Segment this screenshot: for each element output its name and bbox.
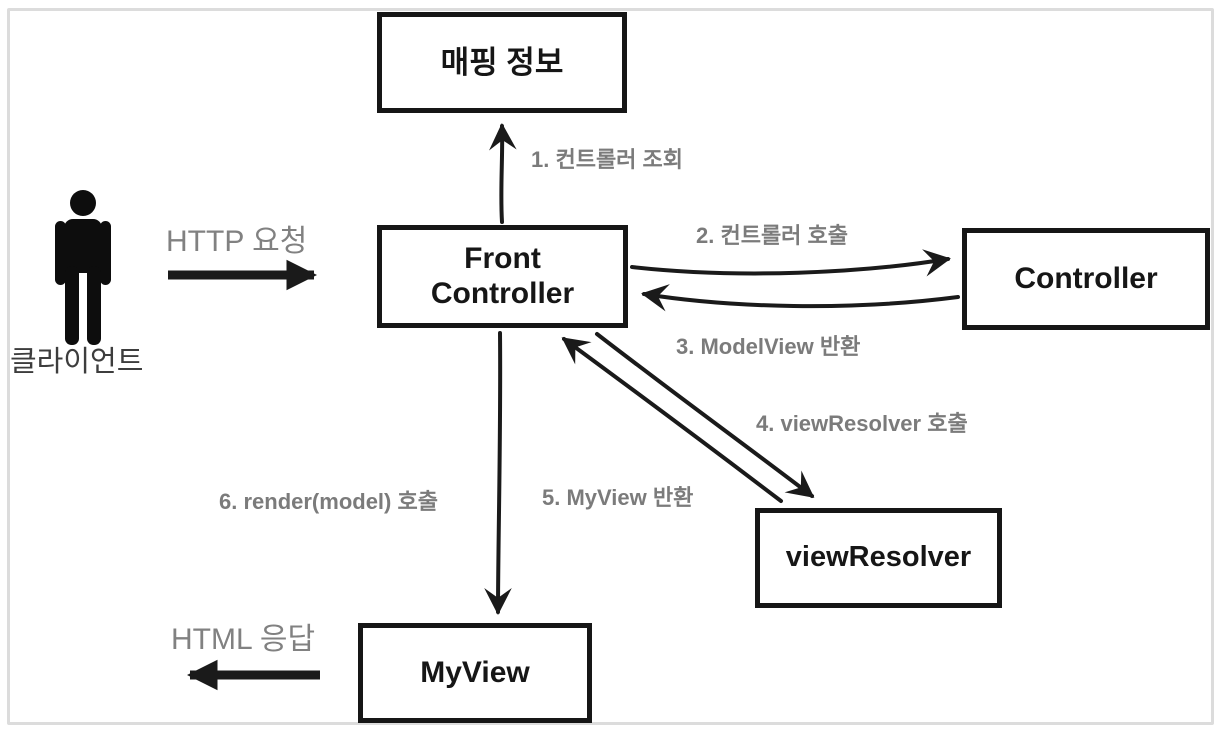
view-resolver-box: viewResolver: [755, 508, 1002, 608]
my-view-label: MyView: [420, 655, 530, 689]
mapping-info-box: 매핑 정보: [377, 12, 627, 113]
front-controller-box: Front Controller: [377, 225, 628, 328]
view-resolver-label: viewResolver: [785, 541, 972, 574]
arrow-modelview-return: [641, 284, 960, 312]
person-icon: [55, 190, 111, 345]
mapping-info-label: 매핑 정보: [440, 44, 564, 80]
step1-label: 1. 컨트롤러 조회: [531, 147, 684, 172]
arrow-render-call: [484, 331, 512, 615]
arrow-controller-call: [630, 249, 951, 277]
arrow-myview-return: [561, 337, 783, 503]
outer-frame: [7, 8, 1214, 725]
step2-label: 2. 컨트롤러 호출: [696, 223, 849, 248]
html-response-label: HTML 응답: [171, 623, 316, 656]
arrow-viewresolver-call: [595, 332, 815, 498]
step5-label: 5. MyView 반환: [542, 485, 694, 510]
client-label: 클라이언트: [10, 346, 144, 378]
step4-label: 4. viewResolver 호출: [756, 411, 968, 436]
http-request-label: HTTP 요청: [166, 225, 308, 258]
controller-box: Controller: [962, 228, 1210, 330]
my-view-box: MyView: [358, 623, 592, 723]
front-controller-label-line1: Front: [464, 242, 541, 275]
front-controller-label-line2: Controller: [430, 276, 575, 310]
step3-label: 3. ModelView 반환: [676, 334, 861, 359]
step6-label: 6. render(model) 호출: [219, 489, 438, 514]
arrow-controller-lookup: [489, 123, 517, 224]
controller-label: Controller: [1014, 261, 1158, 295]
